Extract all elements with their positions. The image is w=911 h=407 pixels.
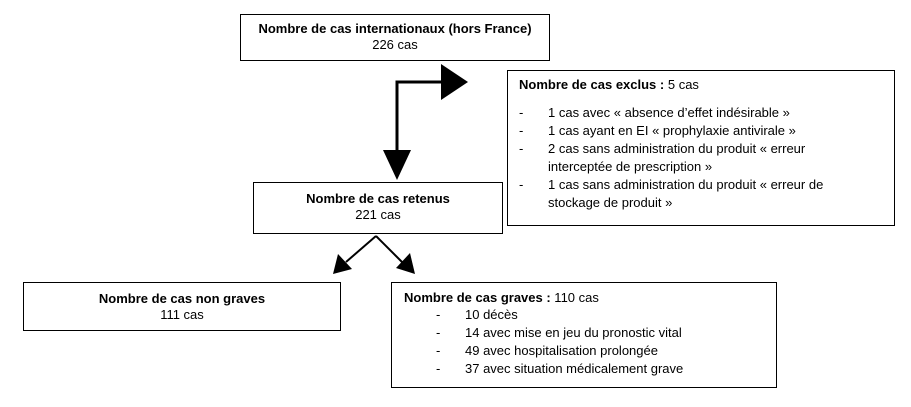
list-item-text: 1 cas sans administration du produit « e…: [548, 177, 824, 192]
list-item: - 1 cas avec « absence d’effet indésirab…: [519, 104, 894, 122]
list-item: - 49 avec hospitalisation prolongée: [436, 342, 776, 360]
non-serious-cases-box: Nombre de cas non graves 111 cas: [23, 282, 341, 331]
retained-cases-box: Nombre de cas retenus 221 cas: [253, 182, 503, 234]
arrowhead-right-branch: [396, 253, 415, 274]
list-item-text: 1 cas ayant en EI « prophylaxie antivira…: [548, 123, 796, 138]
list-item: - 10 décès: [436, 306, 776, 324]
list-item: - 37 avec situation médicalement grave: [436, 360, 776, 378]
list-dash: -: [436, 343, 441, 358]
excluded-cases-heading: Nombre de cas exclus : 5 cas: [519, 77, 894, 93]
non-serious-cases-title: Nombre de cas non graves: [98, 291, 266, 306]
international-cases-title: Nombre de cas internationaux (hors Franc…: [258, 21, 532, 36]
international-cases-value: 226 cas: [372, 37, 418, 52]
list-dash: -: [519, 123, 524, 138]
retained-cases-value: 221 cas: [355, 207, 401, 222]
list-item-text: stockage de produit »: [548, 195, 673, 210]
list-item-text: interceptée de prescription »: [548, 159, 713, 174]
excluded-cases-box: Nombre de cas exclus : 5 cas - 1 cas ave…: [507, 70, 895, 226]
list-dash: -: [436, 307, 441, 322]
list-dash: -: [436, 325, 441, 340]
serious-cases-box: Nombre de cas graves : 110 cas - 10 décè…: [391, 282, 777, 388]
list-item-text: 10 décès: [465, 307, 518, 322]
list-item-text: 37 avec situation médicalement grave: [465, 361, 684, 376]
list-dash: -: [519, 177, 524, 192]
list-item-text: 2 cas sans administration du produit « e…: [548, 141, 806, 156]
list-dash: -: [519, 105, 524, 120]
serious-cases-heading: Nombre de cas graves : 110 cas: [404, 289, 776, 306]
serious-cases-value: 110 cas: [550, 290, 599, 305]
retained-cases-title: Nombre de cas retenus: [306, 191, 450, 206]
list-item: - 2 cas sans administration du produit «…: [519, 140, 894, 176]
excluded-cases-list: - 1 cas avec « absence d’effet indésirab…: [519, 104, 894, 212]
list-dash: -: [436, 361, 441, 376]
list-item-text: 49 avec hospitalisation prolongée: [465, 343, 658, 358]
list-item: - 14 avec mise en jeu du pronostic vital: [436, 324, 776, 342]
excluded-cases-title: Nombre de cas exclus :: [519, 77, 665, 92]
branch-right-line: [375, 235, 403, 263]
branch-left-line: [345, 235, 377, 263]
arrowhead-right: [441, 64, 468, 100]
excluded-cases-value: 5 cas: [664, 77, 699, 92]
elbow-connector: [395, 80, 442, 152]
list-item: - 1 cas sans administration du produit «…: [519, 176, 894, 212]
list-item-text: 1 cas avec « absence d’effet indésirable…: [548, 105, 790, 120]
serious-cases-title: Nombre de cas graves :: [404, 290, 551, 305]
international-cases-box: Nombre de cas internationaux (hors Franc…: [240, 14, 550, 61]
non-serious-cases-value: 111 cas: [160, 307, 204, 322]
list-item-text: 14 avec mise en jeu du pronostic vital: [465, 325, 682, 340]
list-dash: -: [519, 141, 524, 156]
serious-cases-list: - 10 décès - 14 avec mise en jeu du pron…: [404, 306, 776, 378]
arrowhead-left-branch: [333, 254, 352, 274]
list-item: - 1 cas ayant en EI « prophylaxie antivi…: [519, 122, 894, 140]
arrowhead-down: [383, 150, 411, 180]
